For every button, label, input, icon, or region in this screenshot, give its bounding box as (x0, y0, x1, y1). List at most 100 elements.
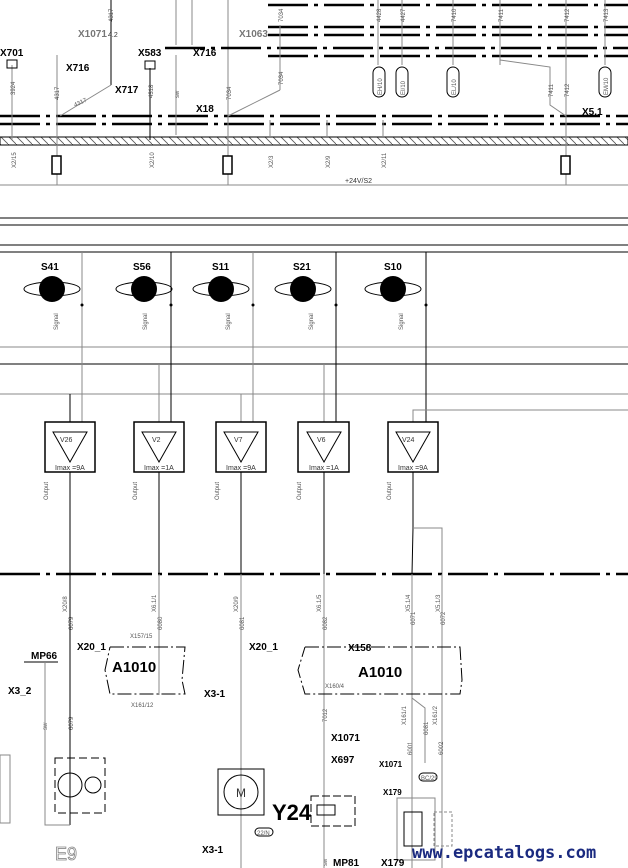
svg-text:Signal: Signal (226, 313, 232, 330)
svg-text:X2/3: X2/3 (269, 155, 275, 168)
reference-ovals: EH/10 EI/10 EL/10 EM/10 (372, 66, 612, 98)
svg-text:Output: Output (44, 482, 50, 500)
wiper-icon (208, 276, 234, 302)
connector-x18: X18 (196, 104, 214, 115)
connector-x717: X717 (115, 85, 139, 96)
svg-text:A1010: A1010 (112, 659, 156, 676)
connector-x583: X583 (138, 48, 162, 59)
svg-text:Output: Output (133, 482, 139, 500)
e9-label: E9 (55, 844, 77, 864)
svg-text:7012: 7012 (323, 708, 329, 722)
switch-s21: S21 (274, 262, 332, 302)
svg-text:X6.1/1: X6.1/1 (152, 594, 158, 612)
wire-numbers-top: 3924 4317 4317 4318 sw 7034 7034 7034 44… (11, 8, 610, 109)
svg-text:X1071: X1071 (379, 760, 403, 769)
beacon-icon (39, 276, 65, 302)
svg-text:X179: X179 (383, 788, 402, 797)
switch-s56: S56 (115, 262, 173, 302)
middle-wiring (0, 252, 628, 576)
svg-text:6001: 6001 (408, 741, 414, 755)
light-icon (380, 276, 406, 302)
svg-text:7412: 7412 (565, 8, 571, 22)
svg-text:Imax =1A: Imax =1A (144, 465, 174, 472)
svg-text:6079: 6079 (69, 616, 75, 630)
svg-text:Output: Output (387, 482, 393, 500)
connector-x583-block (144, 60, 156, 70)
svg-text:V24: V24 (402, 437, 415, 444)
svg-text:X161/1: X161/1 (402, 705, 408, 725)
svg-text:EH/10: EH/10 (378, 78, 384, 95)
connector-x701-block (6, 59, 18, 69)
svg-text:7410: 7410 (452, 8, 458, 22)
svg-text:S11: S11 (212, 262, 230, 273)
svg-text:7412: 7412 (565, 83, 571, 97)
supply-label: +24V/S2 (345, 178, 372, 185)
svg-text:X3-1: X3-1 (202, 845, 224, 856)
svg-text:Signal: Signal (143, 313, 149, 330)
svg-text:4428: 4428 (377, 8, 383, 22)
svg-text:X5.1/3: X5.1/3 (436, 594, 442, 612)
svg-text:Imax =9A: Imax =9A (226, 465, 256, 472)
x1071-pin: 4.2 (108, 32, 118, 39)
svg-text:6081: 6081 (424, 721, 430, 735)
svg-text:X157/15: X157/15 (130, 634, 153, 640)
svg-text:6082: 6082 (323, 616, 329, 630)
connector-x716: X716 (66, 63, 90, 74)
svg-text:X20/8: X20/8 (63, 596, 69, 612)
connector-x179-bottom: X179 (381, 858, 405, 868)
connector-x1063: X1063 (239, 29, 268, 40)
svg-text:7034: 7034 (227, 86, 233, 100)
svg-text:Imax =9A: Imax =9A (398, 465, 428, 472)
mp81-label: MP81 (333, 858, 360, 868)
person-icon (131, 276, 157, 302)
watermark: www.epcatalogs.com (412, 843, 596, 863)
svg-text:Signal: Signal (309, 313, 315, 330)
svg-text:Y24: Y24 (272, 800, 312, 825)
connector-x5-1: X5.1 (582, 107, 603, 118)
svg-text:X3_2: X3_2 (8, 686, 32, 697)
svg-text:X3-1: X3-1 (204, 689, 226, 700)
switch-row: S41 S56 S11 S21 S10 Signal Signal Signal… (23, 262, 422, 330)
svg-text:EL/10: EL/10 (452, 79, 458, 95)
svg-text:Output: Output (215, 482, 221, 500)
svg-text:V26: V26 (60, 437, 73, 444)
svg-text:X697: X697 (331, 755, 355, 766)
svg-text:7034: 7034 (279, 8, 285, 22)
svg-text:EI/10: EI/10 (401, 80, 407, 95)
connector-x701: X701 (0, 48, 24, 59)
svg-text:MP66: MP66 (31, 651, 58, 662)
connector-x716b: X716 (193, 48, 217, 59)
svg-text:X20/9: X20/9 (234, 596, 240, 612)
svg-text:Imax =1A: Imax =1A (309, 465, 339, 472)
svg-text:7411: 7411 (549, 83, 555, 97)
svg-text:Imax =9A: Imax =9A (55, 465, 85, 472)
svg-text:X2/11: X2/11 (382, 152, 388, 168)
svg-text:X161/12: X161/12 (131, 703, 154, 709)
svg-text:V7: V7 (234, 437, 243, 444)
svg-text:sw: sw (43, 722, 49, 730)
switch-s41: S41 (23, 262, 81, 302)
svg-text:S56: S56 (133, 262, 151, 273)
svg-text:6071: 6071 (411, 611, 417, 625)
svg-text:4317: 4317 (55, 86, 61, 100)
rabbit-icon (290, 276, 316, 302)
svg-text:A1010: A1010 (358, 664, 402, 681)
svg-text:X2/10: X2/10 (150, 152, 156, 168)
svg-text:X20_1: X20_1 (249, 642, 278, 653)
svg-text:X2/9: X2/9 (326, 155, 332, 168)
svg-text:6072: 6072 (441, 611, 447, 625)
svg-text:4318: 4318 (149, 84, 155, 98)
svg-text:V2: V2 (152, 437, 161, 444)
svg-text:X161/2: X161/2 (433, 705, 439, 725)
svg-text:S10: S10 (384, 262, 402, 273)
svg-text:3924: 3924 (11, 81, 17, 95)
svg-text:6079: 6079 (69, 716, 75, 730)
svg-text:7411: 7411 (499, 8, 505, 22)
switch-s11: S11 (192, 262, 250, 302)
svg-text:BC/29: BC/29 (421, 776, 438, 782)
svg-text:4317: 4317 (73, 97, 88, 108)
